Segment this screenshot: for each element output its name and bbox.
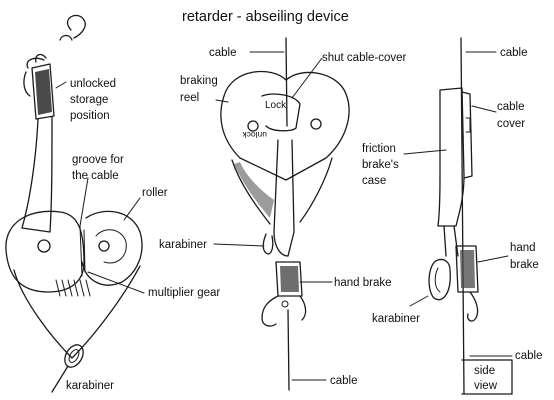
roller-axle	[98, 240, 110, 252]
side-view-box	[461, 359, 513, 395]
label-left-karabiner: karabiner	[66, 380, 114, 392]
left-karabiner-tail	[51, 365, 69, 393]
right-karabiner-gate	[434, 267, 441, 293]
label-unlocked: unlocked	[70, 78, 116, 90]
middle-device: Lock unlock cable shut cable-cover braki…	[159, 37, 407, 391]
roller-wheel	[81, 210, 143, 286]
middle-right-bolt	[310, 118, 322, 130]
label-shut-cable-cover: shut cable-cover	[322, 52, 407, 64]
left-device: unlocked storage position groove for the…	[5, 14, 220, 393]
leader-right-hand-brake	[477, 255, 509, 263]
lock-engraving: Lock	[265, 100, 287, 111]
middle-triangle-body	[231, 157, 333, 225]
right-bottom-hook	[466, 291, 479, 322]
label-position: position	[70, 110, 110, 122]
label-right-cable-top: cable	[500, 47, 528, 59]
right-lever-arm	[443, 225, 459, 257]
storage-sleeve-shading	[35, 69, 52, 115]
middle-bottom-hook-right	[299, 295, 307, 321]
leader-middle-karabiner	[213, 243, 265, 247]
right-hand-brake	[455, 245, 479, 293]
label-storage: storage	[70, 94, 108, 106]
left-top-hook	[66, 14, 86, 39]
middle-bottom-rivet	[281, 300, 289, 308]
label-cable-cover-1: cable	[497, 101, 525, 113]
middle-hand-brake-shading	[280, 266, 299, 292]
storage-clip	[23, 57, 45, 97]
leader-multiplier	[87, 271, 145, 294]
middle-cable-bottom	[287, 309, 290, 391]
left-karabiner-inner	[68, 349, 80, 363]
storage-sleeve	[31, 63, 55, 120]
right-hand-brake-shading	[460, 250, 475, 288]
middle-cable-top	[285, 37, 288, 127]
right-cable-cover	[461, 91, 473, 179]
right-cable	[460, 37, 465, 395]
right-cover-tab	[465, 117, 471, 133]
label-right-karabiner: karabiner	[372, 313, 420, 325]
leader-friction-case	[403, 149, 447, 155]
label-view: view	[474, 380, 498, 392]
label-multiplier-gear: multiplier gear	[148, 287, 220, 299]
leader-roller	[123, 197, 141, 221]
label-right-hand: hand	[510, 242, 536, 254]
leader-unlocked	[55, 81, 67, 89]
cable-groove	[79, 225, 86, 277]
friction-brake-case	[437, 87, 465, 227]
label-groove-for: groove for	[72, 154, 124, 166]
roller-inner-ring	[95, 229, 127, 264]
label-middle-cable-top: cable	[209, 47, 237, 59]
right-device-side-view: cable cable cover friction brake's case …	[362, 37, 543, 395]
label-right-brake: brake	[510, 259, 539, 271]
label-middle-hand-brake: hand brake	[334, 277, 392, 289]
braking-reel	[220, 70, 350, 181]
leader-groove	[79, 177, 89, 227]
label-case: case	[362, 175, 386, 187]
left-lever-arm	[21, 116, 53, 233]
middle-left-bolt	[247, 120, 259, 132]
leader-shut-cover	[291, 57, 323, 99]
left-braking-lobe	[5, 210, 85, 293]
middle-karabiner	[262, 233, 274, 255]
label-middle-karabiner: karabiner	[159, 239, 207, 251]
label-reel: reel	[180, 92, 199, 104]
shut-cable-cover	[261, 93, 301, 132]
multiplier-gear-teeth	[55, 279, 91, 297]
leader-right-karabiner	[409, 295, 429, 307]
unlock-engraving: unlock	[242, 130, 267, 140]
middle-triangle-shading	[234, 162, 274, 218]
label-braking: braking	[180, 75, 218, 87]
label-roller: roller	[142, 187, 168, 199]
middle-lever-arm	[273, 139, 295, 257]
left-triangle-body	[13, 265, 141, 359]
middle-hand-brake	[275, 261, 303, 297]
label-right-cable-bottom: cable	[515, 350, 543, 362]
label-cable-cover-2: cover	[497, 118, 525, 130]
label-side: side	[474, 365, 495, 377]
middle-bottom-hook-left	[261, 295, 279, 327]
label-the-cable: the cable	[72, 170, 119, 182]
left-hook-loop	[35, 34, 73, 63]
label-brakes: brake's	[362, 159, 399, 171]
leader-right-cable-cover	[471, 105, 497, 113]
right-karabiner	[428, 258, 451, 301]
left-lobe-axle	[37, 239, 51, 253]
diagram-title: retarder - abseiling device	[182, 9, 349, 25]
label-middle-cable-bottom: cable	[330, 375, 358, 387]
label-friction: friction	[362, 143, 396, 155]
leader-braking-reel	[215, 99, 229, 103]
